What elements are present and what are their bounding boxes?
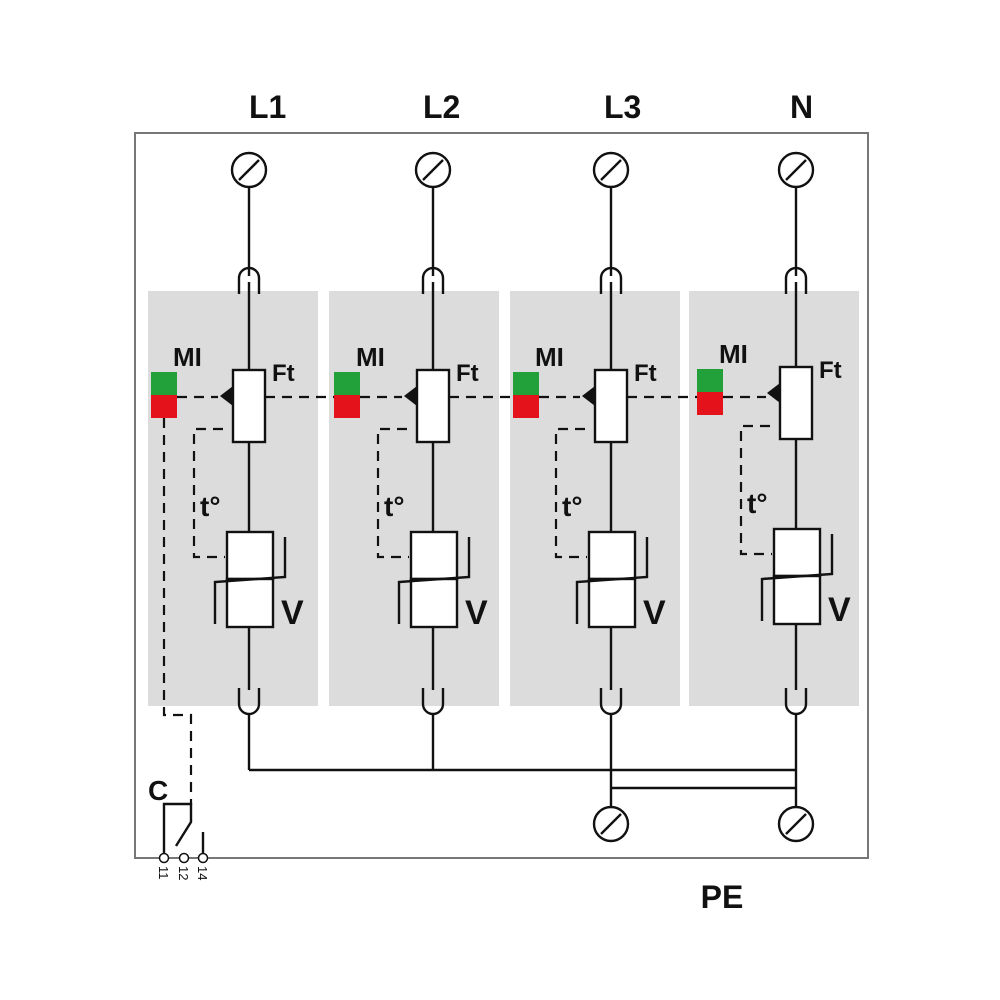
module-background bbox=[510, 291, 680, 706]
indicator-label: MI bbox=[535, 342, 564, 372]
contact-terminal-icon bbox=[197, 852, 209, 864]
contact-terminal-icon bbox=[178, 852, 190, 864]
varistor-icon bbox=[225, 530, 275, 581]
thermal-label: t° bbox=[562, 491, 583, 522]
module-background bbox=[689, 291, 859, 706]
terminal-slash bbox=[785, 813, 807, 835]
screw-terminal-icon bbox=[592, 151, 630, 189]
screw-terminal-icon bbox=[414, 151, 452, 189]
indicator-fault-icon bbox=[697, 392, 723, 415]
varistor-icon bbox=[587, 577, 637, 629]
fuse-label: Ft bbox=[456, 360, 479, 387]
pole-label: L3 bbox=[604, 89, 641, 125]
fuse-label: Ft bbox=[272, 360, 295, 387]
screw-terminal-icon bbox=[592, 805, 630, 843]
contact-terminal-label: 14 bbox=[195, 866, 210, 880]
pe-label: PE bbox=[701, 879, 744, 915]
varistor-icon bbox=[587, 530, 637, 581]
module-background bbox=[148, 291, 318, 706]
varistor-icon bbox=[772, 527, 822, 578]
thermal-link bbox=[739, 424, 772, 556]
terminal-slash bbox=[600, 159, 622, 181]
screw-terminal-icon bbox=[777, 805, 815, 843]
varistor-icon bbox=[772, 574, 822, 626]
varistor-label: V bbox=[465, 594, 488, 632]
contact-terminal-label: 12 bbox=[176, 866, 191, 880]
pole-label: N bbox=[790, 89, 813, 125]
thermal-label: t° bbox=[384, 491, 405, 522]
thermal-fuse-icon bbox=[415, 368, 451, 444]
screw-terminal-icon bbox=[230, 151, 268, 189]
pole-label: L2 bbox=[423, 89, 460, 125]
contact-label: C bbox=[148, 775, 168, 806]
trip-arrow-icon bbox=[767, 383, 780, 403]
varistor-label: V bbox=[828, 591, 851, 629]
terminal-slash bbox=[600, 813, 622, 835]
plug-contact-icon bbox=[237, 266, 261, 294]
varistor-curve bbox=[213, 537, 287, 624]
trip-arrow-icon bbox=[404, 386, 417, 406]
contact-terminal-label: 11 bbox=[156, 866, 171, 880]
terminal-slash bbox=[238, 159, 260, 181]
indicator-fault-icon bbox=[513, 395, 539, 418]
terminal-slash bbox=[422, 159, 444, 181]
plug-contact-icon bbox=[784, 266, 808, 294]
thermal-label: t° bbox=[747, 488, 768, 519]
varistor-label: V bbox=[281, 594, 304, 632]
varistor-label: V bbox=[643, 594, 666, 632]
trip-arrow-icon bbox=[582, 386, 595, 406]
indicator-ok-icon bbox=[151, 372, 177, 395]
varistor-curve bbox=[397, 537, 471, 624]
thermal-fuse-icon bbox=[778, 365, 814, 441]
indicator-ok-icon bbox=[697, 369, 723, 392]
indicator-label: MI bbox=[356, 342, 385, 372]
fuse-label: Ft bbox=[634, 360, 657, 387]
varistor-icon bbox=[225, 577, 275, 629]
thermal-link bbox=[192, 427, 225, 559]
contact-switch-icon bbox=[162, 802, 193, 855]
varistor-curve bbox=[575, 537, 649, 624]
contact-terminal-icon bbox=[158, 852, 170, 864]
indicator-ok-icon bbox=[513, 372, 539, 395]
pole-label: L1 bbox=[249, 89, 286, 125]
indicator-ok-icon bbox=[334, 372, 360, 395]
housing-outline bbox=[134, 132, 869, 859]
thermal-fuse-icon bbox=[593, 368, 629, 444]
indicator-label: MI bbox=[173, 342, 202, 372]
indicator-fault-icon bbox=[334, 395, 360, 418]
pe-wiring bbox=[249, 768, 815, 843]
varistor-curve bbox=[760, 534, 834, 621]
fuse-label: Ft bbox=[819, 357, 842, 384]
plug-contact-icon bbox=[421, 266, 445, 294]
thermal-link bbox=[376, 427, 409, 559]
indicator-fault-icon bbox=[151, 395, 177, 418]
thermal-label: t° bbox=[200, 491, 221, 522]
trip-arrow-icon bbox=[220, 386, 233, 406]
module-background bbox=[329, 291, 499, 706]
varistor-icon bbox=[409, 577, 459, 629]
thermal-link bbox=[554, 427, 587, 559]
screw-terminal-icon bbox=[777, 151, 815, 189]
varistor-icon bbox=[409, 530, 459, 581]
plug-contact-icon bbox=[599, 266, 623, 294]
thermal-fuse-icon bbox=[231, 368, 267, 444]
signal-link bbox=[162, 418, 193, 805]
signal-contact: C 11 12 14 bbox=[148, 775, 210, 880]
indicator-label: MI bbox=[719, 339, 748, 369]
terminal-slash bbox=[785, 159, 807, 181]
